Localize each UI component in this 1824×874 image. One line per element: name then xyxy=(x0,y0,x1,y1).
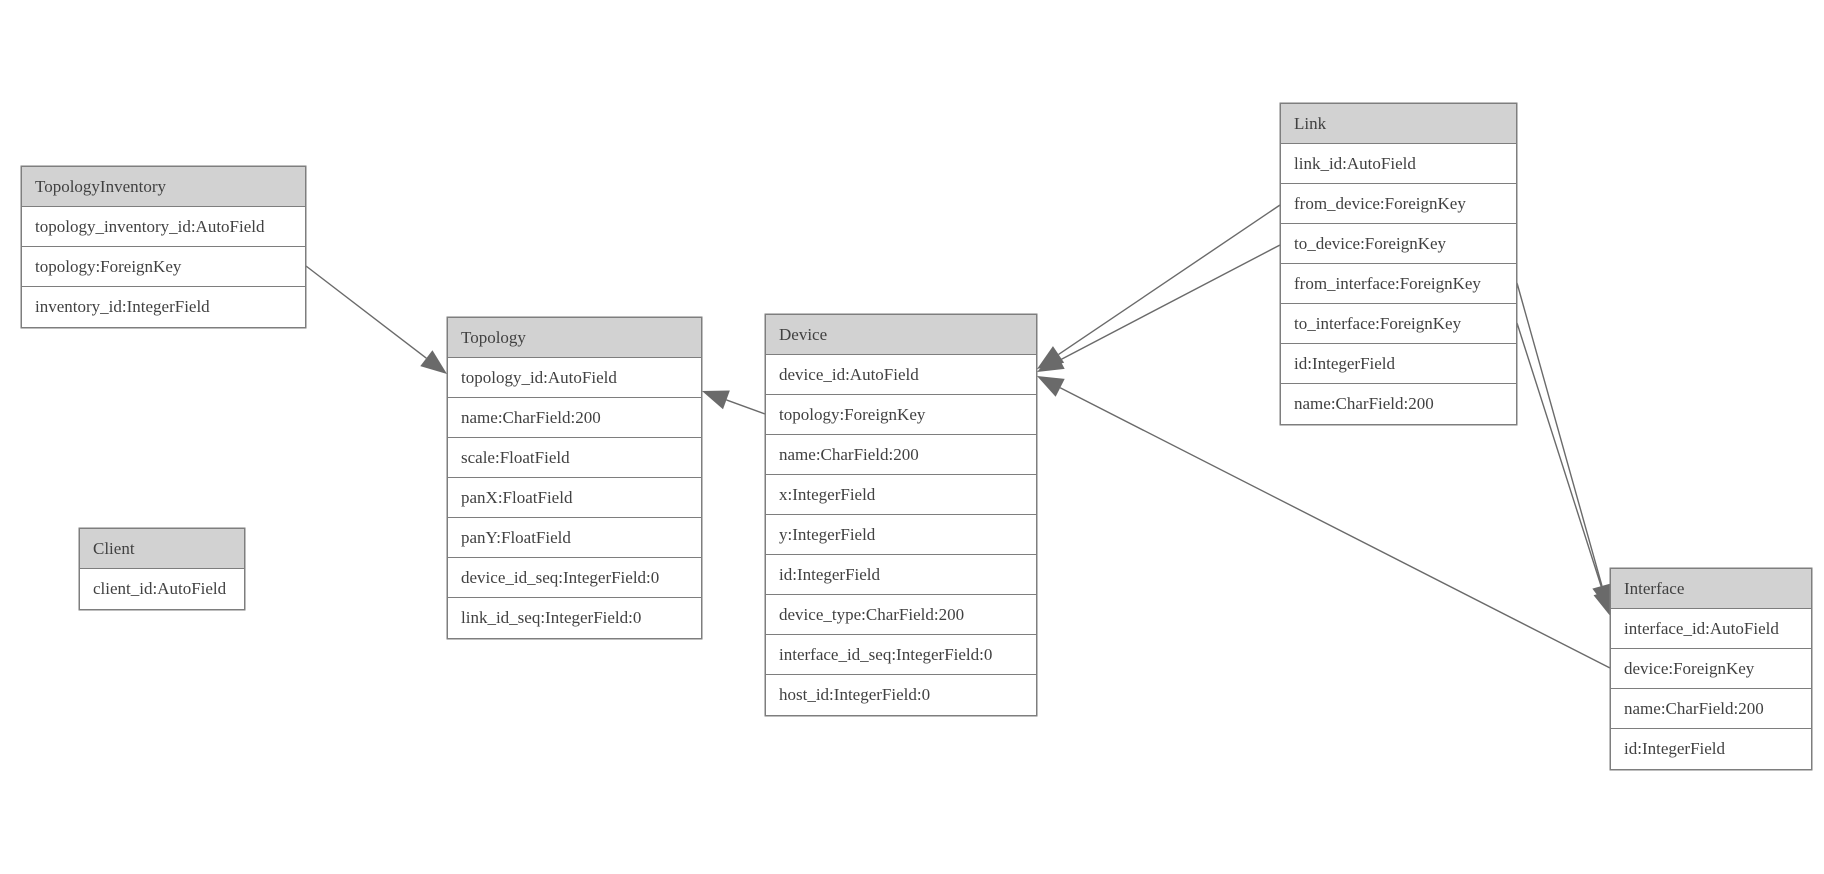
entity-title: TopologyInventory xyxy=(22,167,305,207)
entity-field-row: id:IntegerField xyxy=(766,555,1036,595)
entity-field-row: id:IntegerField xyxy=(1611,729,1811,769)
relation-line-link-from_device xyxy=(1058,204,1281,356)
entity-field-row: from_interface:ForeignKey xyxy=(1281,264,1516,304)
entity-title: Client xyxy=(80,529,244,569)
entity-title: Device xyxy=(766,315,1036,355)
relation-arrowhead-topology xyxy=(420,350,447,374)
entity-field-row: name:CharField:200 xyxy=(1281,384,1516,424)
entity-field-row: name:CharField:200 xyxy=(1611,689,1811,729)
relation-arrowhead-device xyxy=(1037,351,1065,372)
entity-field-row: topology:ForeignKey xyxy=(766,395,1036,435)
entity-field-row: panY:FloatField xyxy=(448,518,701,558)
entity-field-row: device_type:CharField:200 xyxy=(766,595,1036,635)
entity-field-row: client_id:AutoField xyxy=(80,569,244,609)
entity-field-row: name:CharField:200 xyxy=(766,435,1036,475)
entity-title: Topology xyxy=(448,318,701,358)
relation-line-device-topology xyxy=(726,399,766,415)
entity-field-row: device:ForeignKey xyxy=(1611,649,1811,689)
relation-line-link-from_interface xyxy=(1516,282,1603,587)
entity-field-row: x:IntegerField xyxy=(766,475,1036,515)
relation-line-interface-device xyxy=(1059,387,1611,669)
entity-field-row: to_interface:ForeignKey xyxy=(1281,304,1516,344)
entity-field-row: link_id_seq:IntegerField:0 xyxy=(448,598,701,638)
entity-field-row: to_device:ForeignKey xyxy=(1281,224,1516,264)
relation-line-link-to_device xyxy=(1059,244,1281,361)
entity-field-row: panX:FloatField xyxy=(448,478,701,518)
relation-line-topologyinventory-topology xyxy=(305,265,427,359)
entity-field-row: device_id:AutoField xyxy=(766,355,1036,395)
entity-field-row: interface_id_seq:IntegerField:0 xyxy=(766,635,1036,675)
relation-arrowhead-topology xyxy=(702,390,730,410)
entity-field-row: id:IntegerField xyxy=(1281,344,1516,384)
relation-arrowhead-interface xyxy=(1593,589,1613,617)
entity-title: Link xyxy=(1281,104,1516,144)
entity-field-row: device_id_seq:IntegerField:0 xyxy=(448,558,701,598)
entity-field-row: scale:FloatField xyxy=(448,438,701,478)
entity-field-row: name:CharField:200 xyxy=(448,398,701,438)
entity-field-row: topology:ForeignKey xyxy=(22,247,305,287)
entity-title: Interface xyxy=(1611,569,1811,609)
entity-field-row: topology_inventory_id:AutoField xyxy=(22,207,305,247)
relation-arrowhead-device xyxy=(1037,376,1065,397)
entity-field-row: host_id:IntegerField:0 xyxy=(766,675,1036,715)
entity-field-row: from_device:ForeignKey xyxy=(1281,184,1516,224)
relation-line-link-to_interface xyxy=(1516,322,1604,593)
entity-field-row: y:IntegerField xyxy=(766,515,1036,555)
entity-field-row: link_id:AutoField xyxy=(1281,144,1516,184)
entity-field-row: inventory_id:IntegerField xyxy=(22,287,305,327)
entity-field-row: topology_id:AutoField xyxy=(448,358,701,398)
entity-field-row: interface_id:AutoField xyxy=(1611,609,1811,649)
